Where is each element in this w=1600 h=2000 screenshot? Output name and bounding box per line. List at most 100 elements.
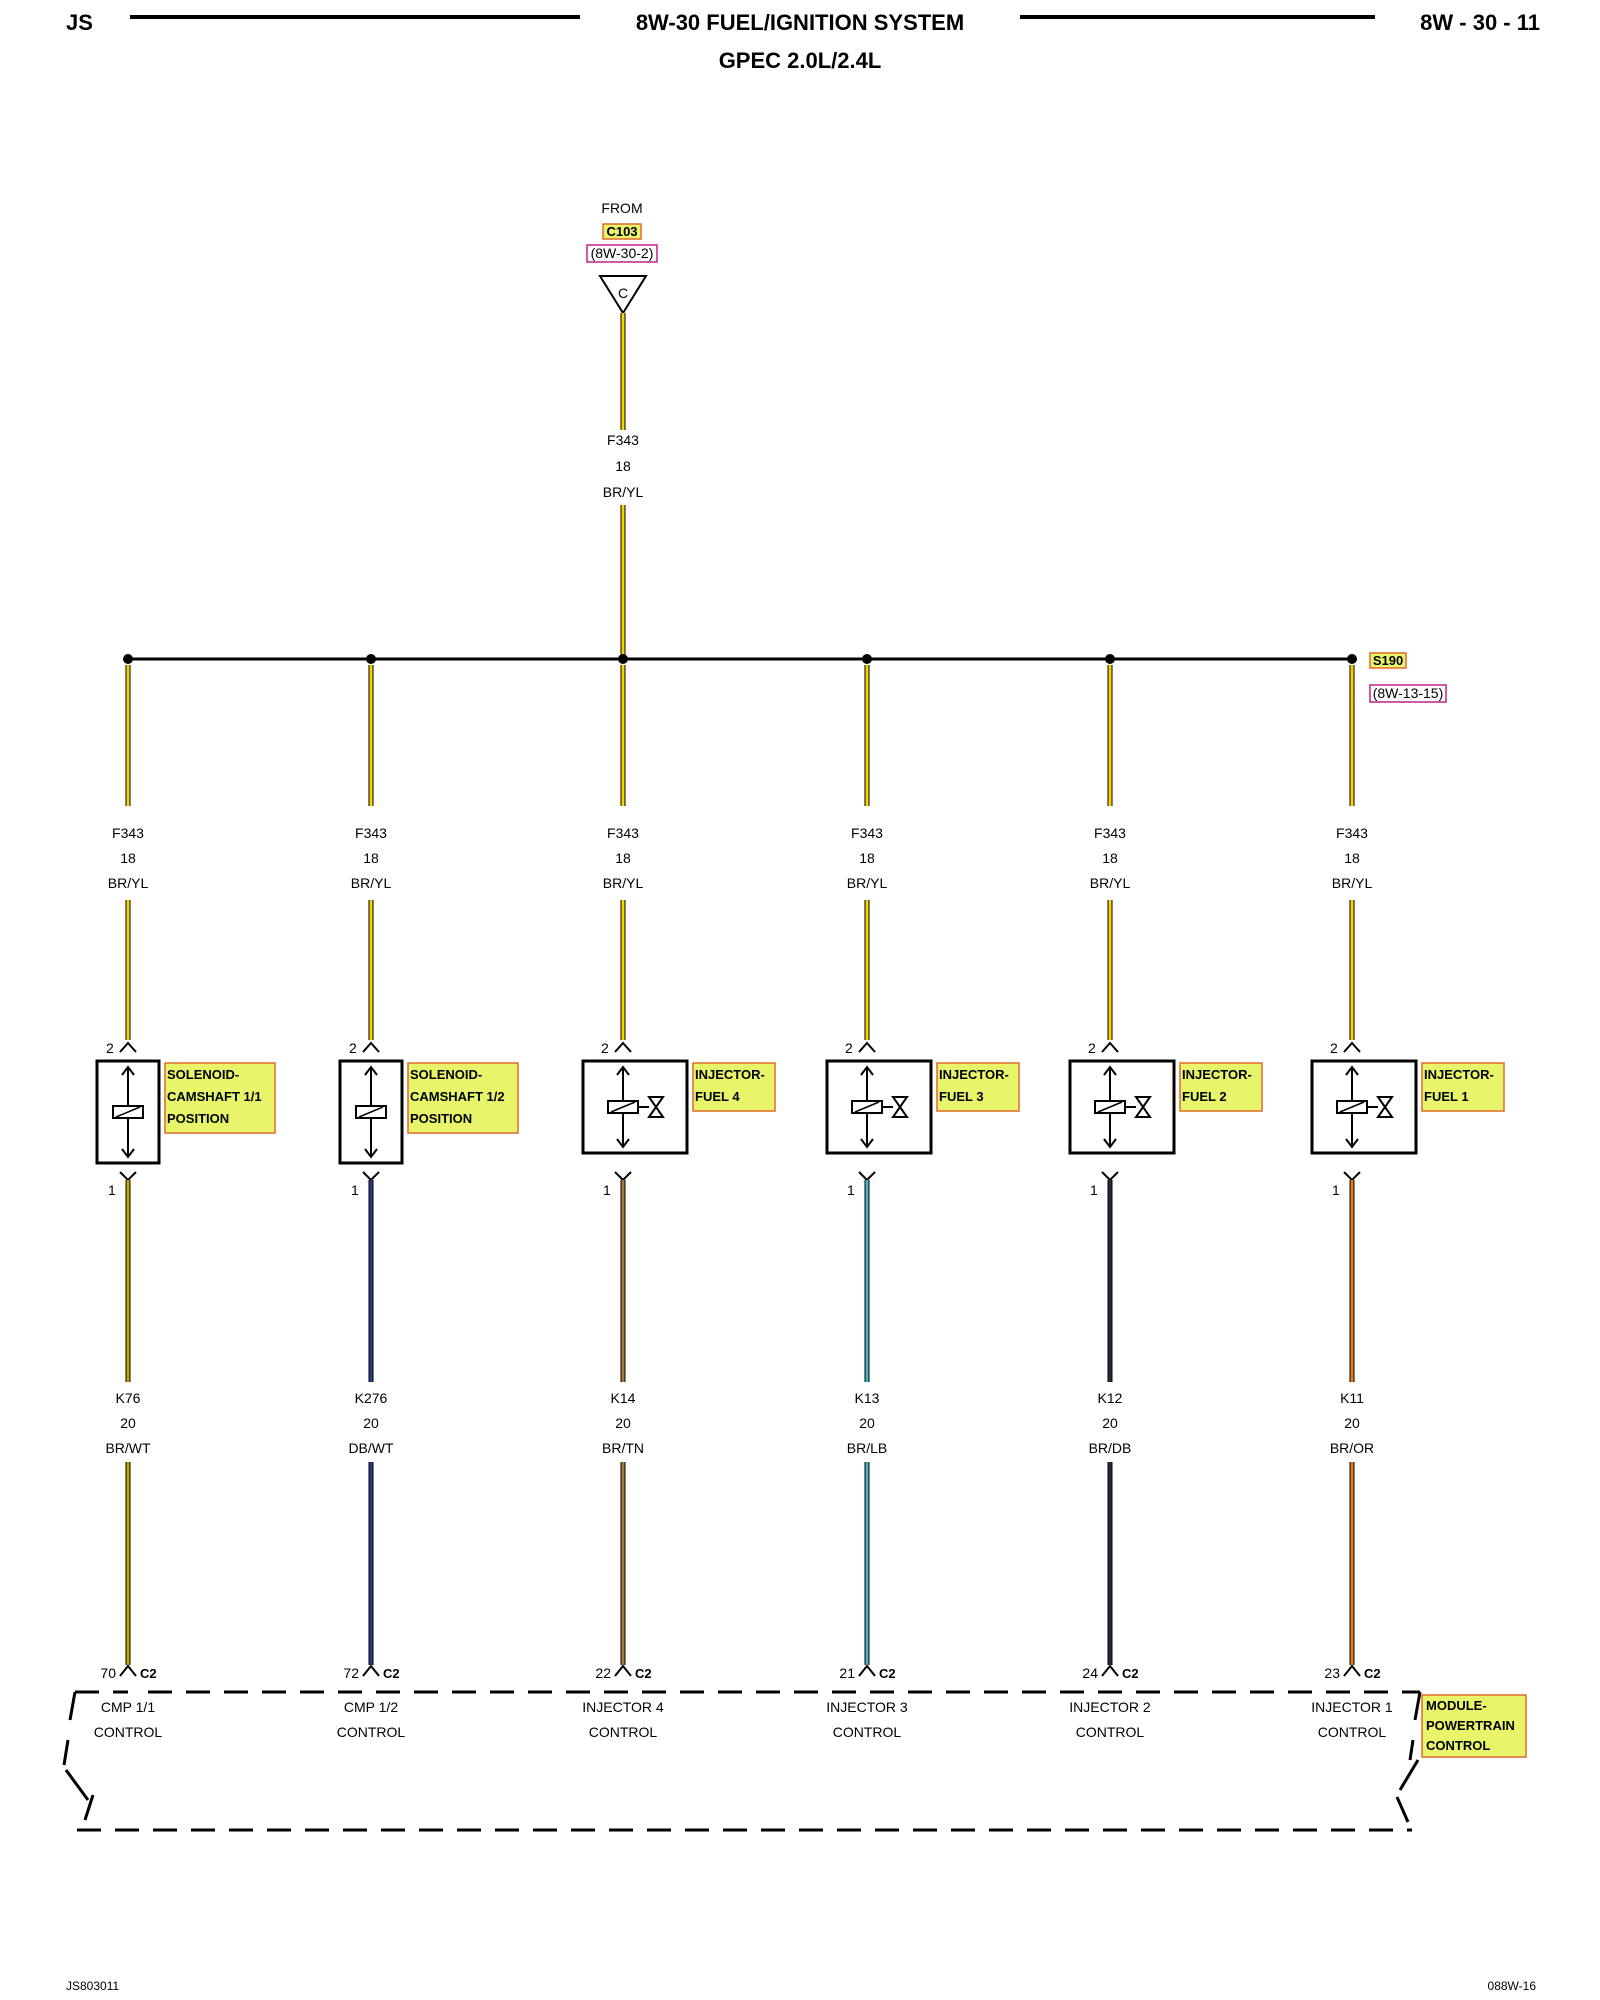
output-color: BR/DB xyxy=(1089,1440,1132,1456)
pcm-connector-id: C2 xyxy=(1122,1666,1139,1681)
pcm-connector-id: C2 xyxy=(383,1666,400,1681)
feed-color: BR/YL xyxy=(1090,875,1131,891)
pcm-input-label-1: INJECTOR 4 xyxy=(582,1699,664,1715)
pcm-connector-id: C2 xyxy=(140,1666,157,1681)
coil-slash xyxy=(610,1101,636,1113)
pcm-input-label-1: INJECTOR 3 xyxy=(826,1699,908,1715)
valve-icon xyxy=(1376,1096,1394,1118)
component-label-line: CAMSHAFT 1/1 xyxy=(167,1089,262,1104)
feed-color: BR/YL xyxy=(603,875,644,891)
splice-node xyxy=(1105,654,1115,664)
splice-id: S190 xyxy=(1373,653,1403,668)
main-wire-circuit: F343 xyxy=(607,432,639,448)
component-label-line: FUEL 1 xyxy=(1424,1089,1469,1104)
connector-top-icon xyxy=(362,1041,380,1053)
pin-top-number: 2 xyxy=(845,1040,853,1056)
footer-left: JS803011 xyxy=(66,1979,119,1993)
pcm-outline-right xyxy=(1395,1691,1422,1823)
pcm-input-label-1: INJECTOR 1 xyxy=(1311,1699,1393,1715)
splice-node xyxy=(123,654,133,664)
component-label-line: INJECTOR- xyxy=(1424,1067,1494,1082)
component-label-line: SOLENOID- xyxy=(410,1067,482,1082)
pcm-pin-number: 21 xyxy=(839,1665,855,1681)
pin-top-number: 2 xyxy=(601,1040,609,1056)
splice-node xyxy=(1347,654,1357,664)
pcm-module-tag xyxy=(1421,1694,1527,1758)
pcm-pin-icon xyxy=(362,1664,380,1677)
feed-circuit: F343 xyxy=(607,825,639,841)
component-label-tag xyxy=(1179,1062,1263,1112)
connector-top-icon xyxy=(119,1041,137,1053)
valve-icon xyxy=(1134,1096,1152,1118)
main-wire-gauge: 18 xyxy=(615,458,631,474)
source-ref-box xyxy=(586,244,658,263)
pcm-module-label-3: CONTROL xyxy=(1426,1738,1490,1753)
component-label-line: FUEL 4 xyxy=(695,1089,740,1104)
pcm-pin-number: 24 xyxy=(1082,1665,1098,1681)
connector-bottom-icon xyxy=(1101,1171,1119,1182)
splice-ref: (8W-13-15) xyxy=(1373,685,1444,701)
feed-color: BR/YL xyxy=(1332,875,1373,891)
feed-circuit: F343 xyxy=(355,825,387,841)
component-label-line: INJECTOR- xyxy=(695,1067,765,1082)
component-label-line: INJECTOR- xyxy=(939,1067,1009,1082)
component-label-line: INJECTOR- xyxy=(1182,1067,1252,1082)
page-subtitle: GPEC 2.0L/2.4L xyxy=(719,48,882,73)
pcm-pin-number: 23 xyxy=(1324,1665,1340,1681)
output-circuit: K12 xyxy=(1098,1390,1123,1406)
pcm-input-label-1: INJECTOR 2 xyxy=(1069,1699,1151,1715)
lead-arrows xyxy=(1345,1065,1359,1149)
feed-circuit: F343 xyxy=(851,825,883,841)
output-circuit: K276 xyxy=(355,1390,388,1406)
connector-bottom-icon xyxy=(858,1171,876,1182)
pcm-input-label-2: CONTROL xyxy=(94,1724,163,1740)
feed-circuit: F343 xyxy=(1336,825,1368,841)
connector-top-icon xyxy=(614,1041,632,1053)
output-circuit: K14 xyxy=(611,1390,636,1406)
output-color: BR/LB xyxy=(847,1440,887,1456)
output-circuit: K76 xyxy=(116,1390,141,1406)
splice-tag xyxy=(1369,652,1407,669)
component-label-line: SOLENOID- xyxy=(167,1067,239,1082)
coil-slash xyxy=(1097,1101,1123,1113)
connector-bottom-icon xyxy=(362,1171,380,1182)
pcm-input-label-2: CONTROL xyxy=(833,1724,902,1740)
pcm-module-label-1: MODULE- xyxy=(1426,1698,1487,1713)
output-color: DB/WT xyxy=(348,1440,394,1456)
pcm-input-label-1: CMP 1/1 xyxy=(101,1699,155,1715)
coil-slash xyxy=(854,1101,880,1113)
pin-bottom-number: 1 xyxy=(351,1182,359,1198)
source-connector-tag xyxy=(602,223,642,240)
feed-gauge: 18 xyxy=(120,850,136,866)
lead-arrows xyxy=(121,1065,135,1159)
output-color: BR/WT xyxy=(105,1440,151,1456)
output-color: BR/TN xyxy=(602,1440,644,1456)
pin-top-number: 2 xyxy=(1088,1040,1096,1056)
output-gauge: 20 xyxy=(363,1415,379,1431)
pcm-pin-icon xyxy=(1343,1664,1361,1677)
feed-gauge: 18 xyxy=(363,850,379,866)
pcm-input-label-2: CONTROL xyxy=(337,1724,406,1740)
source-connector-icon xyxy=(598,275,648,315)
connector-top-icon xyxy=(858,1041,876,1053)
coil-slash xyxy=(115,1106,141,1118)
output-gauge: 20 xyxy=(615,1415,631,1431)
pcm-pin-number: 72 xyxy=(343,1665,359,1681)
feed-circuit: F343 xyxy=(1094,825,1126,841)
source-from-label: FROM xyxy=(601,200,642,216)
pcm-pin-icon xyxy=(119,1664,137,1677)
lead-arrows xyxy=(616,1065,630,1149)
main-wire-color: BR/YL xyxy=(603,484,644,500)
feed-gauge: 18 xyxy=(1344,850,1360,866)
source-pin: C xyxy=(618,285,628,301)
output-gauge: 20 xyxy=(1102,1415,1118,1431)
component-label-line: CAMSHAFT 1/2 xyxy=(410,1089,505,1104)
coil-slash xyxy=(358,1106,384,1118)
pin-bottom-number: 1 xyxy=(1332,1182,1340,1198)
pin-top-number: 2 xyxy=(106,1040,114,1056)
pin-top-number: 2 xyxy=(1330,1040,1338,1056)
feed-circuit: F343 xyxy=(112,825,144,841)
pcm-pin-icon xyxy=(858,1664,876,1677)
source-connector-id: C103 xyxy=(606,224,637,239)
feed-color: BR/YL xyxy=(351,875,392,891)
